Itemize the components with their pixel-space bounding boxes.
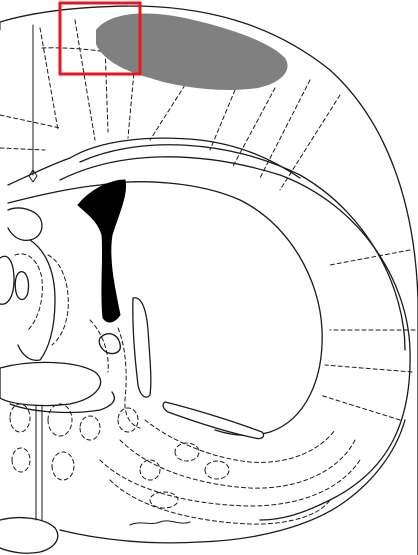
white-matter-boundary (80, 145, 405, 350)
cortex-area-border-14 (0, 115, 60, 128)
ventral-striatum-dashed-2 (120, 440, 355, 488)
internal-capsule-strip (133, 298, 151, 397)
nucleus-8 (175, 443, 199, 461)
cortex-area-border-9 (280, 95, 340, 190)
cortex-area-border-8 (260, 80, 310, 178)
nucleus-2 (48, 404, 72, 436)
cortex-area-border-5 (150, 85, 185, 140)
cortex-area-border-10 (330, 250, 410, 265)
cortex-area-border-1 (40, 28, 58, 130)
ventral-surface (0, 518, 58, 554)
septal-nucleus (15, 254, 42, 330)
striatum-dashed-2 (90, 320, 108, 372)
cortex-area-border-15 (0, 148, 45, 150)
anterior-commissure (0, 362, 101, 405)
nucleus-6 (118, 408, 138, 432)
nucleus-5 (52, 452, 74, 480)
highlight-region (96, 14, 288, 90)
ventral-striatum-dashed-3 (100, 460, 360, 506)
striatum-small-blob (99, 334, 120, 354)
nucleus-7 (140, 460, 160, 480)
cortex-area-border-2 (75, 20, 95, 140)
septal-column (0, 256, 14, 304)
septum-outline (8, 208, 42, 240)
cortex-area-border-13 (320, 395, 400, 420)
anterior-limb (163, 402, 264, 439)
septal-small-ellipse (15, 272, 28, 300)
lateral-ventricle (78, 180, 126, 322)
cortex-area-border-12 (325, 365, 412, 372)
piriform-detail (130, 521, 190, 525)
nucleus-4 (12, 448, 30, 472)
cortex-area-border-6 (210, 90, 235, 150)
septum-inner (18, 240, 55, 360)
cortex-area-border-7 (232, 88, 275, 168)
nucleus-9 (205, 461, 229, 479)
nucleus-3 (80, 416, 100, 440)
